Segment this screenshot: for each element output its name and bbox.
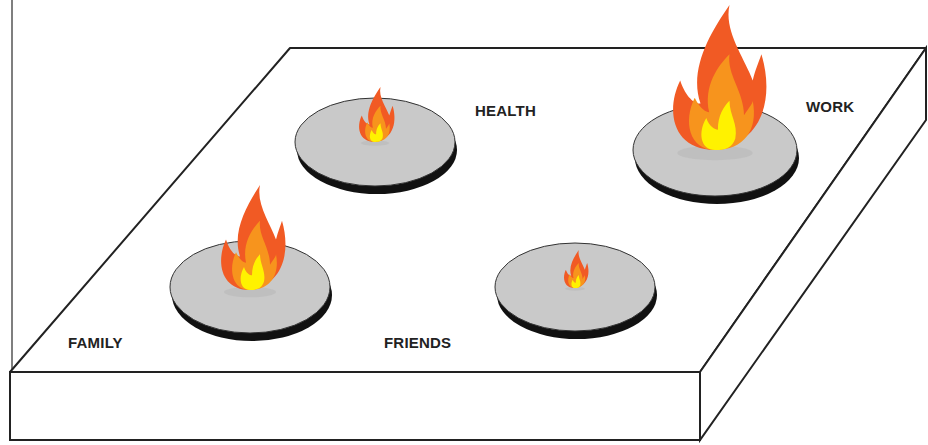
stove-top [10,48,926,372]
flame [221,185,285,297]
burner-label: FRIENDS [384,334,451,351]
flame [359,87,394,146]
burner [495,243,657,339]
stove-front [10,372,700,440]
burner-label: WORK [806,98,854,115]
flame [564,250,588,291]
burner-label: FAMILY [68,334,123,351]
flame [673,5,766,160]
burner-label: HEALTH [475,102,536,119]
